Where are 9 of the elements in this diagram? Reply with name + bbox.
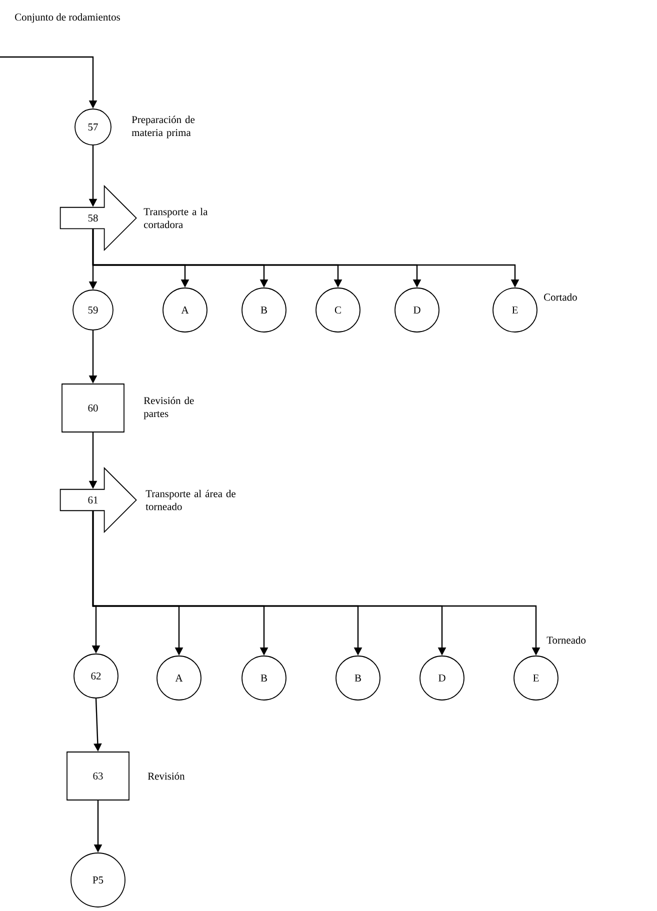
step-caption: Revisión de partes bbox=[144, 396, 194, 420]
inspection-box: 63 bbox=[66, 752, 130, 800]
title: Conjunto de rodamientos bbox=[15, 13, 120, 23]
step-caption: Transporte a la cortadora bbox=[144, 208, 208, 228]
step-caption: Revisión bbox=[148, 772, 185, 780]
step-caption: Transporte al área de torneado bbox=[146, 490, 236, 510]
section-label: Torneado bbox=[546, 636, 586, 644]
inspection-box: 60 bbox=[62, 384, 124, 432]
step-caption: Preparación de materia prima bbox=[132, 116, 195, 138]
